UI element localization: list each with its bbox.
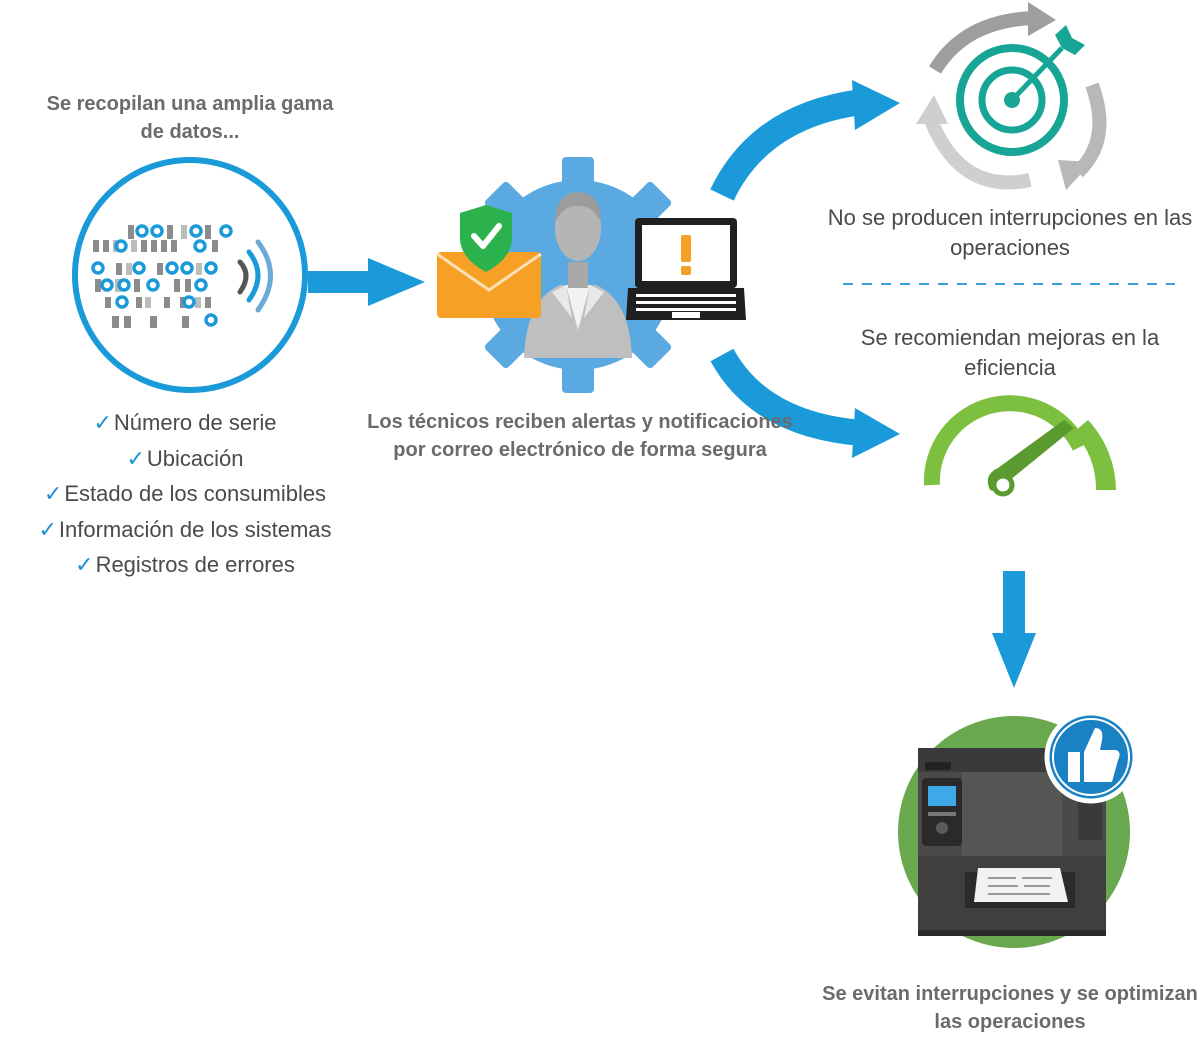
target-cycle-icon bbox=[916, 2, 1107, 190]
technician-gear-icon bbox=[460, 157, 696, 393]
industrial-printer-icon bbox=[898, 716, 1130, 948]
flow-arrow-up-right bbox=[710, 80, 900, 201]
flow-arrow-right bbox=[308, 258, 425, 306]
check-icon: ✓ bbox=[126, 445, 145, 471]
laptop-alert-icon bbox=[626, 218, 746, 320]
check-icon: ✓ bbox=[38, 516, 57, 542]
speedometer-icon bbox=[923, 395, 1116, 497]
checklist-item: ✓Registros de errores bbox=[75, 552, 295, 577]
thumbs-up-icon bbox=[1044, 710, 1138, 804]
final-outcome-label: Se evitan interrupciones y se optimizan … bbox=[822, 983, 1198, 1033]
checklist-item: ✓Información de los sistemas bbox=[38, 516, 332, 542]
technicians-caption: Los técnicos reciben alertas y notificac… bbox=[367, 411, 793, 461]
efficiency-label: Se recomiendan mejoras en la eficiencia bbox=[860, 325, 1160, 380]
check-icon: ✓ bbox=[43, 481, 63, 506]
check-icon: ✓ bbox=[93, 410, 112, 435]
flow-arrow-down-right bbox=[710, 348, 900, 458]
check-icon: ✓ bbox=[75, 552, 94, 577]
secure-email-icon bbox=[436, 205, 542, 318]
flow-arrow-down bbox=[992, 571, 1036, 688]
checklist-item: ✓Número de serie bbox=[93, 410, 277, 435]
binary-data-signal-icon bbox=[72, 157, 308, 393]
no-interruptions-label: No se producen interrupciones en las ope… bbox=[827, 205, 1193, 260]
checklist-item: ✓Estado de los consumibles bbox=[43, 481, 327, 506]
data-checklist: ✓Número de serie ✓Ubicación ✓Estado de l… bbox=[0, 405, 370, 583]
checklist-item: ✓Ubicación bbox=[126, 445, 244, 471]
collect-heading: Se recopilan una amplia gama de datos... bbox=[46, 93, 334, 143]
